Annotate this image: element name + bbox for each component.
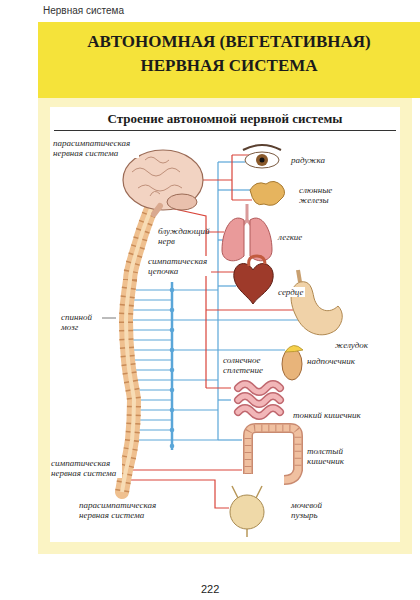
- brain: [154, 206, 160, 214]
- sympathetic-chain: [170, 328, 175, 333]
- organ-label: толстый кишечник: [306, 446, 353, 466]
- sympathetic-ladder: [134, 370, 172, 371]
- stomach-organ: [291, 270, 342, 335]
- sympathetic-ladder: [132, 320, 172, 321]
- stomach-organ: [298, 270, 300, 282]
- heart-organ: [249, 256, 265, 266]
- sympathetic-nerves: [218, 189, 250, 190]
- large-intestine-organ: [248, 428, 298, 480]
- iris-organ: [243, 145, 281, 168]
- sympathetic-nerves: [172, 289, 218, 290]
- sympathetic-nerves: [172, 319, 218, 320]
- brain: [123, 150, 203, 214]
- small-intestine-organ: [238, 384, 280, 416]
- parasympathetic-nerves: [203, 155, 252, 200]
- organ-label: сердце: [277, 287, 305, 297]
- lungs-organ: [222, 204, 272, 261]
- lungs-organ: [250, 218, 272, 261]
- system-label: парасимпатическая нервная система: [78, 500, 165, 520]
- sympathetic-ladder: [132, 350, 172, 351]
- large-intestine-organ: [248, 428, 298, 474]
- sympathetic-nerves: [218, 349, 285, 350]
- heart-organ: [234, 256, 273, 304]
- sympathetic-ladder: [132, 310, 172, 311]
- adrenal-kidney-organ: [282, 348, 302, 380]
- sympathetic-nerves: [218, 285, 236, 286]
- pale-frame: [38, 98, 412, 554]
- title-band: [38, 22, 420, 98]
- sympathetic-nerves: [218, 319, 300, 320]
- sympathetic-nerves: [172, 379, 218, 380]
- page-title: АВТОНОМНАЯ (ВЕГЕТАТИВНАЯ) НЕРВНАЯ СИСТЕМ…: [59, 30, 399, 78]
- heart-organ: [234, 264, 273, 304]
- sympathetic-ladder: [133, 360, 172, 361]
- brain: [123, 150, 203, 210]
- sympathetic-ladder: [137, 440, 172, 441]
- sympathetic-ladder: [136, 390, 172, 391]
- sympathetic-ladder: [132, 330, 172, 331]
- small-intestine-organ: [238, 384, 280, 416]
- sympathetic-nerves: [218, 399, 231, 400]
- organ-label: мочевой пузырь: [290, 500, 337, 520]
- sympathetic-nerves: [172, 439, 218, 440]
- iris-organ: [256, 154, 268, 166]
- page-number: 222: [200, 583, 220, 596]
- large-intestine-organ: [248, 428, 298, 480]
- organ-label: радужка: [290, 155, 326, 165]
- sympathetic-chain: [171, 282, 174, 450]
- sympathetic-chain: [170, 288, 175, 449]
- organ-label: надпочечник: [306, 356, 356, 366]
- organ-label: слюнные железы: [298, 185, 345, 205]
- sympathetic-chain: [170, 388, 175, 393]
- sympathetic-ladder: [134, 300, 172, 301]
- lungs-organ: [222, 218, 244, 261]
- iris-organ: [245, 152, 279, 168]
- organ-label: желудок: [334, 340, 369, 350]
- sympathetic-chain: [170, 308, 175, 313]
- sympathetic-ladder: [138, 420, 172, 421]
- spinal-column: [122, 206, 152, 492]
- structure-label: спинной мозг: [60, 312, 102, 332]
- nerve-label: блуждающий нерв: [157, 226, 205, 246]
- sympathetic-chain: [170, 368, 175, 373]
- iris-organ: [243, 145, 281, 150]
- sympathetic-nerves: [218, 439, 242, 440]
- bladder-organ: [230, 495, 264, 529]
- adrenal-kidney-organ: [282, 345, 303, 380]
- sympathetic-chain: [170, 428, 175, 433]
- brain: [132, 157, 182, 196]
- brain: [167, 194, 197, 210]
- adrenal-kidney-organ: [285, 345, 303, 352]
- sympathetic-ladder: [132, 340, 172, 341]
- large-intestine-organ: [248, 428, 298, 480]
- sympathetic-ladder: [135, 380, 172, 381]
- organ-label: тонкий кишечник: [292, 410, 362, 420]
- organ-label: легкие: [277, 232, 303, 242]
- section-subtitle: Строение автономной нервной системы: [54, 111, 396, 131]
- running-head: Нервная система: [42, 5, 125, 17]
- system-label: парасимпатическая нервная система: [52, 138, 139, 158]
- sympathetic-ladder: [136, 290, 172, 291]
- sympathetic-nerves: [172, 409, 218, 410]
- sympathetic-ladder: [138, 410, 172, 411]
- iris-organ: [260, 158, 265, 163]
- sympathetic-chain: [170, 444, 175, 449]
- spinal-column: [122, 206, 152, 492]
- sympathetic-ladder: [138, 400, 172, 401]
- sympathetic-chain: [170, 282, 175, 450]
- spinal-column: [122, 206, 152, 492]
- sympathetic-ladder: [138, 430, 172, 431]
- sympathetic-nerves: [217, 162, 218, 440]
- spinal-column: [122, 206, 152, 492]
- plexus-label: солнечное сплетение: [222, 355, 272, 375]
- system-label: симпатическая нервная система: [50, 458, 122, 478]
- small-intestine-organ: [238, 384, 280, 416]
- salivary-gland-organ: [250, 181, 285, 205]
- nerve-label: симпатическая цепочка: [147, 256, 211, 276]
- sympathetic-nerves: [172, 349, 218, 350]
- bladder-organ: [230, 486, 264, 537]
